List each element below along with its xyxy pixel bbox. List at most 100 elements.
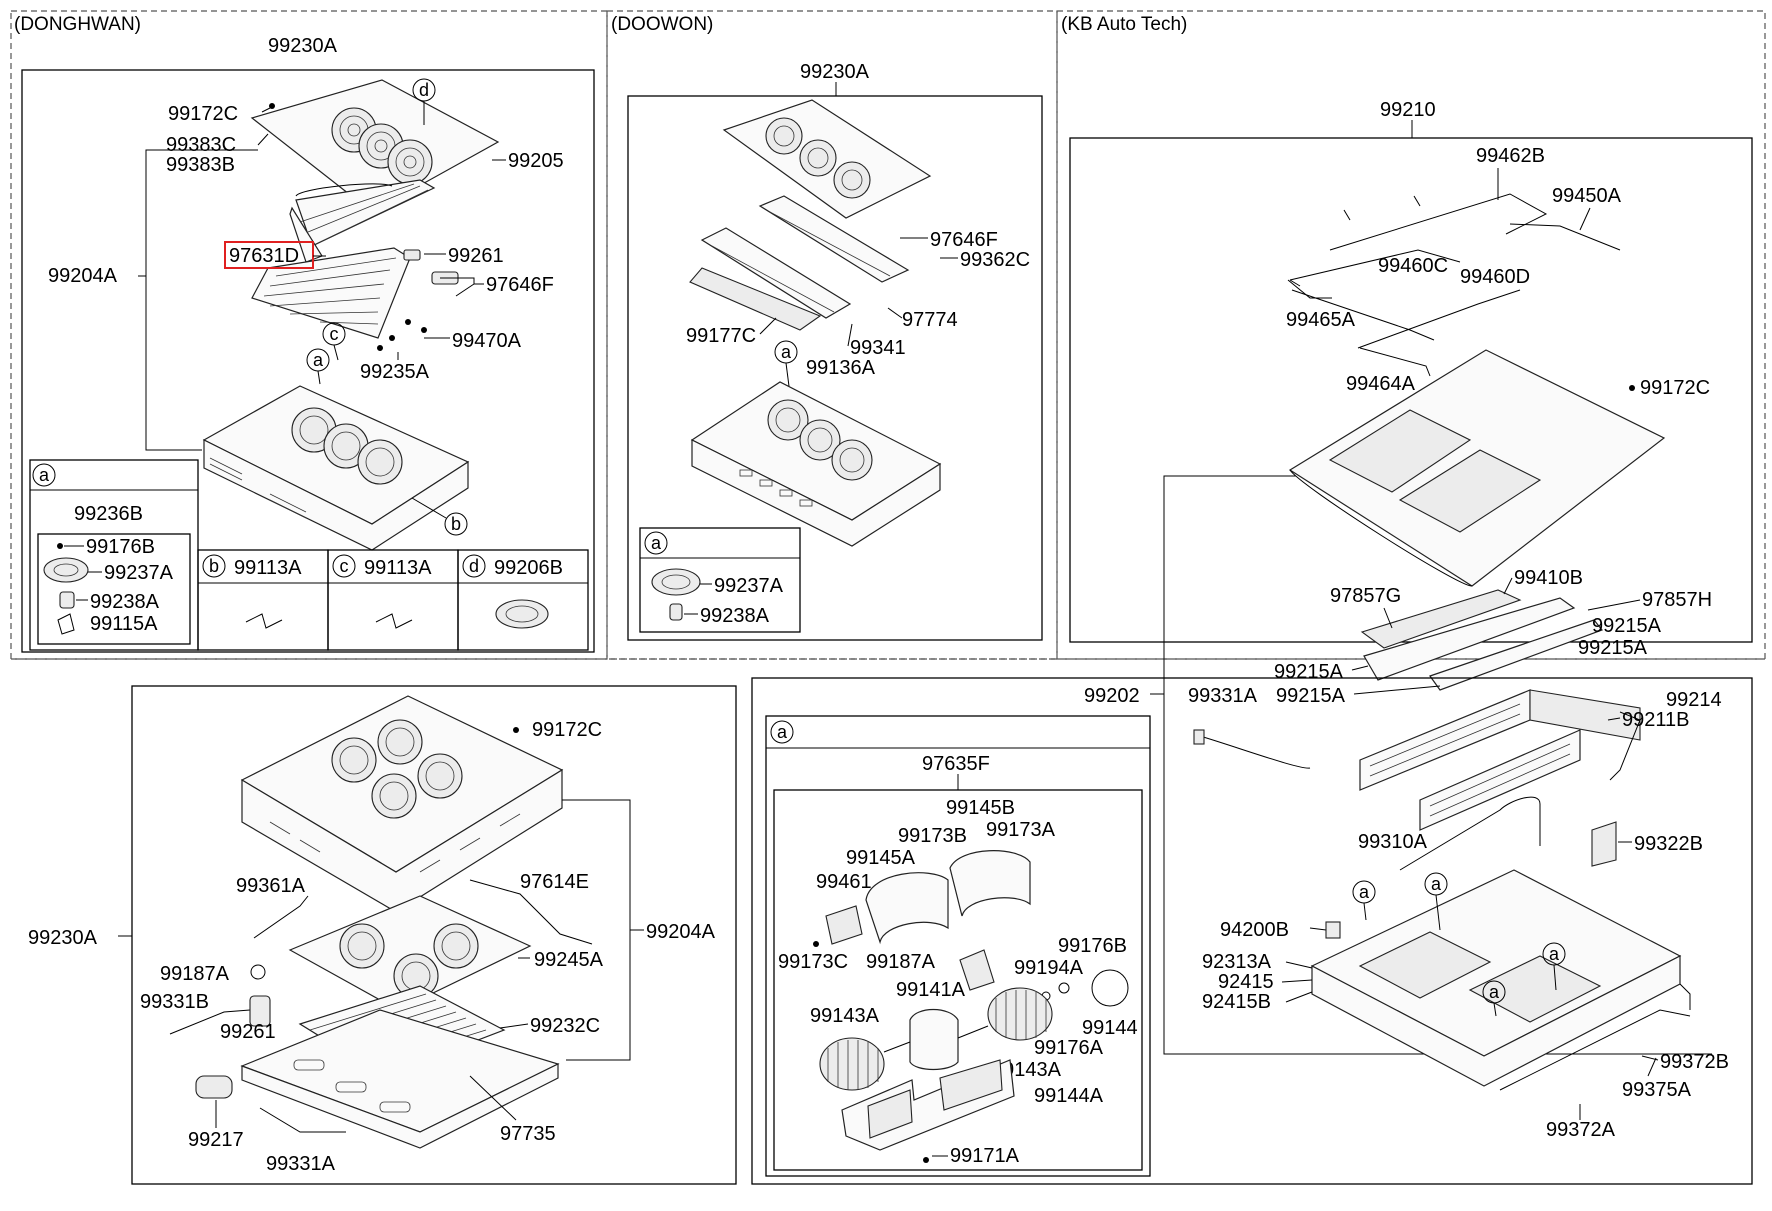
part-label[interactable]: 99211B: [1622, 709, 1689, 731]
part-label[interactable]: 99230A: [28, 927, 98, 949]
part-label[interactable]: 99410B: [1514, 567, 1583, 589]
part-label[interactable]: 99310A: [1358, 831, 1428, 853]
part-label[interactable]: 99450A: [1552, 185, 1622, 207]
part-label[interactable]: 99331A: [1188, 685, 1258, 707]
part-label[interactable]: 99144: [1082, 1017, 1138, 1039]
part-label[interactable]: 99237A: [714, 575, 784, 597]
part-label[interactable]: 99362C: [960, 249, 1030, 271]
part-label[interactable]: 99341: [850, 337, 906, 359]
part-label[interactable]: 99460C: [1378, 255, 1448, 277]
part-label[interactable]: 99464A: [1346, 373, 1416, 395]
part-label[interactable]: 97774: [902, 309, 958, 331]
part-label[interactable]: 99470A: [452, 330, 522, 352]
part-label[interactable]: 99215A: [1276, 685, 1346, 707]
part-label[interactable]: 99194A: [1014, 957, 1084, 979]
part-label[interactable]: 97614E: [520, 871, 589, 893]
part-label[interactable]: 97646F: [486, 274, 554, 296]
evaporator-core-illustration: [251, 179, 459, 339]
callout-b: [444, 512, 468, 536]
part-label[interactable]: 97857H: [1642, 589, 1712, 611]
part-label[interactable]: 99238A: [90, 591, 160, 613]
part-label[interactable]: 99173A: [986, 819, 1056, 841]
part-label[interactable]: 99331A: [266, 1153, 336, 1175]
svg-text:c: c: [330, 324, 339, 344]
wiring-harness-illustration: [1287, 193, 1621, 377]
part-label[interactable]: 99136A: [806, 357, 876, 379]
part-label[interactable]: 92313A: [1202, 951, 1272, 973]
part-label[interactable]: 99172C: [1640, 377, 1710, 399]
part-label[interactable]: 99172C: [168, 103, 238, 125]
part-label[interactable]: 99461: [816, 871, 872, 893]
part-label[interactable]: 99210: [1380, 99, 1436, 121]
part-label[interactable]: 99145A: [846, 847, 916, 869]
part-label[interactable]: 92415B: [1202, 991, 1271, 1013]
part-label[interactable]: 99230A: [268, 35, 338, 57]
part-label[interactable]: 99361A: [236, 875, 306, 897]
part-label[interactable]: 99205: [508, 150, 564, 172]
part-label[interactable]: 99204A: [48, 265, 118, 287]
part-label[interactable]: 99173B: [898, 825, 967, 847]
part-label[interactable]: 97857G: [1330, 585, 1401, 607]
part-label[interactable]: 99215A: [1274, 661, 1344, 683]
part-label[interactable]: 99187A: [866, 951, 936, 973]
part-label[interactable]: 99141A: [896, 979, 966, 1001]
part-label[interactable]: 99113A: [364, 557, 432, 579]
svg-text:a: a: [1549, 944, 1560, 964]
part-label[interactable]: 99176A: [1034, 1037, 1104, 1059]
part-label[interactable]: 99235A: [360, 361, 430, 383]
part-label[interactable]: 99245A: [534, 949, 604, 971]
part-label[interactable]: 99383C: [166, 134, 236, 156]
part-label[interactable]: 99331B: [140, 991, 209, 1013]
part-label[interactable]: 99238A: [700, 605, 770, 627]
part-label[interactable]: 99214: [1666, 689, 1722, 711]
doowon-group: 99230A 97646F 99362C 97774 99177C 99341 …: [627, 61, 1043, 641]
donghwan-group: 99230A 99172C 99383C 99383B 99205 d 9920…: [21, 35, 595, 653]
part-label[interactable]: 99145B: [946, 797, 1015, 819]
part-label[interactable]: 97635F: [922, 753, 990, 775]
callout-a: [644, 531, 668, 555]
part-label[interactable]: 97646F: [930, 229, 998, 251]
part-label[interactable]: 99462B: [1476, 145, 1545, 167]
part-label[interactable]: 99143A: [810, 1005, 880, 1027]
base-tray-illustration: [690, 381, 942, 547]
part-label[interactable]: 99375A: [1622, 1079, 1692, 1101]
part-label[interactable]: 99187A: [160, 963, 230, 985]
part-label[interactable]: 99217: [188, 1129, 244, 1151]
part-label[interactable]: 99173C: [778, 951, 848, 973]
part-label[interactable]: 99322B: [1634, 833, 1703, 855]
part-label[interactable]: 99144A: [1034, 1085, 1104, 1107]
part-label[interactable]: 99465A: [1286, 309, 1356, 331]
part-label[interactable]: 99232C: [530, 1015, 600, 1037]
part-label[interactable]: 97735: [500, 1123, 556, 1145]
part-label[interactable]: 99202: [1084, 685, 1140, 707]
part-label[interactable]: 94200B: [1220, 919, 1289, 941]
part-label[interactable]: 99261: [220, 1021, 276, 1043]
part-label[interactable]: 99215A: [1578, 637, 1648, 659]
part-label[interactable]: 99215A: [1592, 615, 1662, 637]
part-label[interactable]: 99171A: [950, 1145, 1020, 1167]
part-label[interactable]: 99372B: [1660, 1051, 1729, 1073]
svg-text:a: a: [781, 342, 792, 362]
part-label[interactable]: 99230A: [800, 61, 870, 83]
part-label[interactable]: 99261: [448, 245, 504, 267]
part-label[interactable]: 99236B: [74, 503, 143, 525]
part-label[interactable]: 99383B: [166, 154, 235, 176]
svg-text:b: b: [209, 556, 219, 576]
part-label[interactable]: 99172C: [532, 719, 602, 741]
part-label[interactable]: 92415: [1218, 971, 1274, 993]
part-label[interactable]: 99206B: [494, 557, 563, 579]
part-label[interactable]: 99372A: [1546, 1119, 1616, 1141]
part-label[interactable]: 99176B: [1058, 935, 1127, 957]
svg-text:b: b: [451, 514, 461, 534]
part-label[interactable]: 99113A: [234, 557, 302, 579]
part-label[interactable]: 99460D: [1460, 266, 1530, 288]
part-label[interactable]: 99176B: [86, 536, 155, 558]
part-label[interactable]: 99177C: [686, 325, 756, 347]
top-cover-illustration: [1288, 349, 1666, 587]
part-label[interactable]: 99204A: [646, 921, 716, 943]
evaporator-illustration: [689, 195, 910, 331]
part-label[interactable]: 99115A: [90, 613, 158, 635]
part-label[interactable]: 99237A: [104, 562, 174, 584]
bottom-left-group: 99230A 99172C 99204A 99361A: [28, 685, 737, 1185]
part-label-highlighted[interactable]: 97631D: [229, 245, 299, 267]
